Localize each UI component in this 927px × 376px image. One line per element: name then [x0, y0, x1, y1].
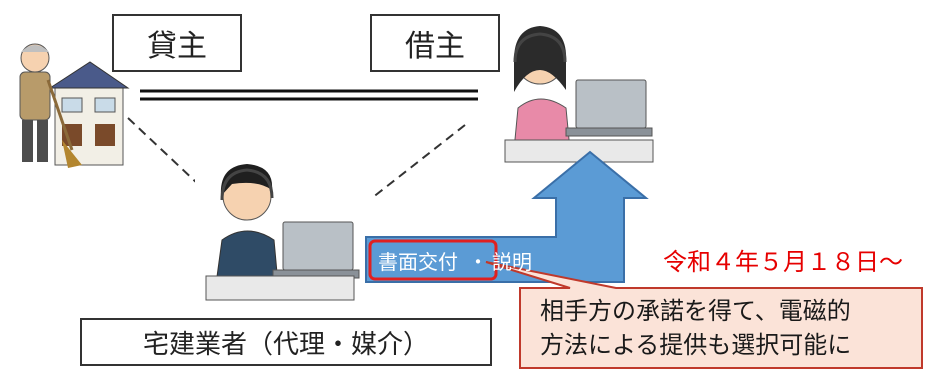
agent-label-text: 宅建業者（代理・媒介）	[142, 329, 429, 360]
borrower-label-text: 借主	[405, 29, 465, 64]
callout-line-2: 方法による提供も選択可能に	[540, 331, 852, 359]
dashed-link-borrower-agent	[371, 124, 466, 199]
delivery-arrow	[365, 150, 649, 283]
callout-box	[485, 261, 923, 369]
lender-label-text: 貸主	[147, 29, 207, 64]
landlord-illustration	[19, 43, 130, 168]
borrower-illustration	[495, 10, 657, 165]
highlight-outline	[368, 239, 498, 281]
callout-line-1: 相手方の承諾を得て、電磁的	[540, 297, 851, 325]
contract-double-line	[140, 89, 478, 101]
explanation-text: 説明	[492, 249, 532, 274]
arrow-label: 書面交付 ・ 説明	[372, 243, 532, 277]
separator-text: ・	[468, 249, 488, 274]
agent-label: 宅建業者（代理・媒介）	[80, 318, 492, 366]
callout-text: 相手方の承諾を得て、電磁的 方法による提供も選択可能に	[540, 294, 920, 362]
agent-illustration	[195, 148, 360, 303]
borrower-label: 借主	[370, 14, 500, 72]
document-delivery-text: 書面交付	[378, 249, 458, 274]
effective-date: 令和４年５月１８日～	[663, 248, 903, 276]
dashed-link-lender-agent	[127, 117, 216, 201]
lender-label: 貸主	[112, 14, 242, 72]
